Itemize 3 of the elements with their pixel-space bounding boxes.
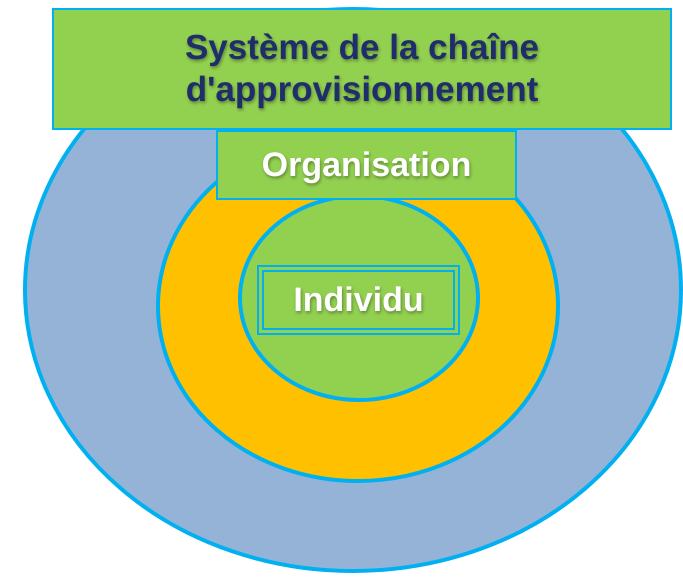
label-banner: Individu	[257, 265, 460, 335]
label-banner: Organisation	[216, 130, 517, 200]
title-banner: Système de la chaîne d'approvisionnement	[52, 8, 672, 130]
